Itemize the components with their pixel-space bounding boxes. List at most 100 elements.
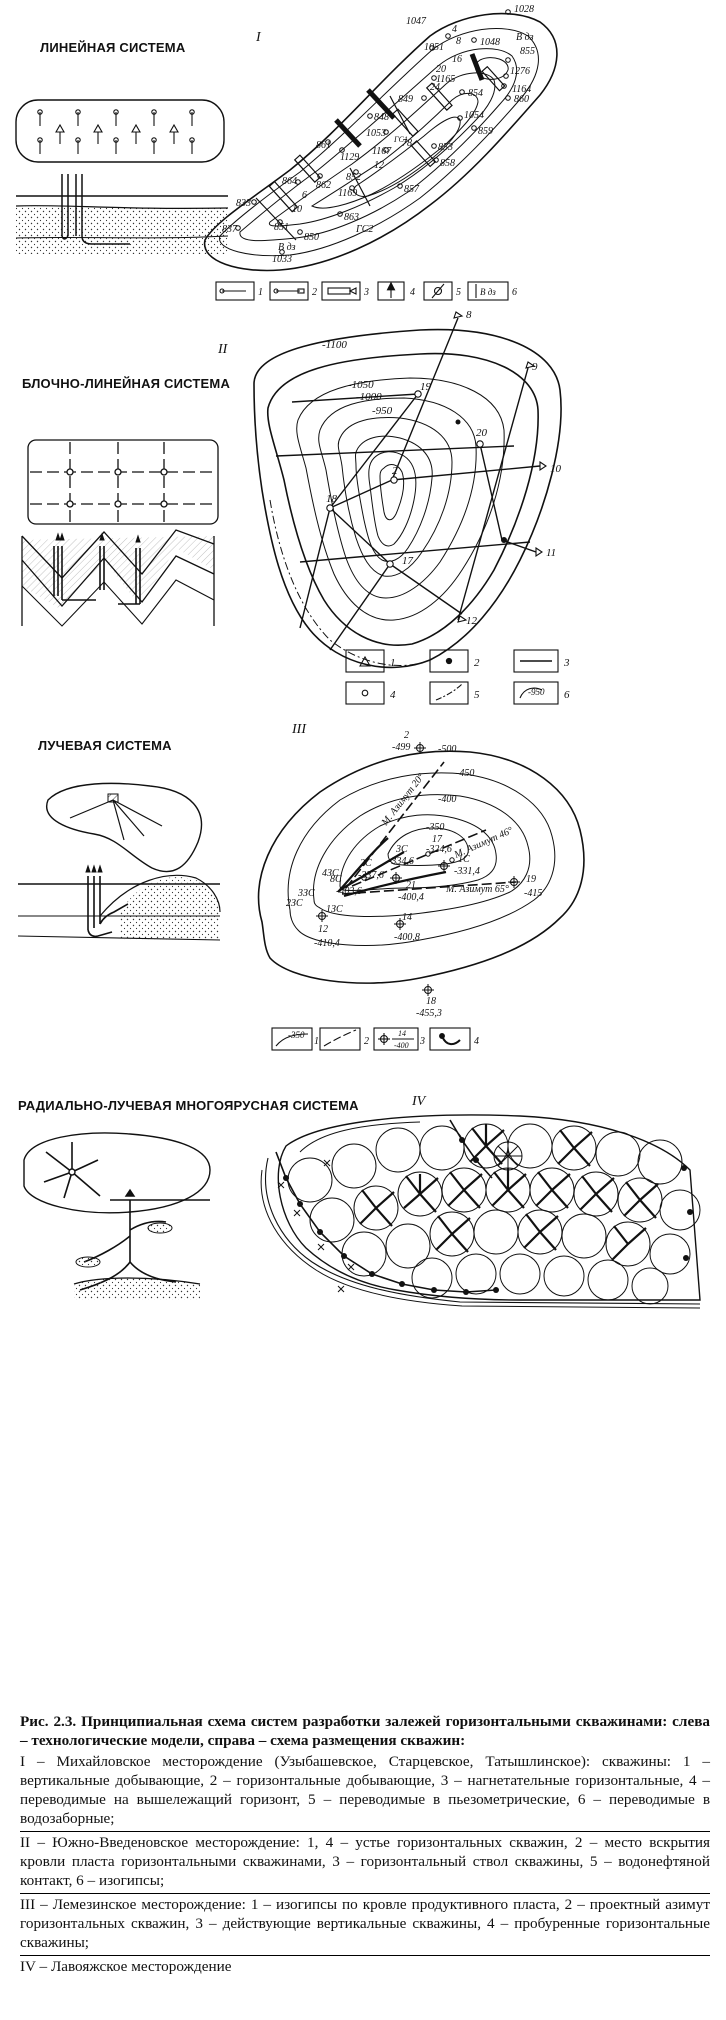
caption-legend-II: II – Южно-Введеновское месторождение: 1,…	[20, 1831, 710, 1890]
contour-label: -350	[426, 822, 444, 833]
contour-label: 12	[374, 160, 384, 171]
well-depth: -337,6	[358, 870, 384, 881]
well-label: 854	[468, 88, 483, 99]
well-label: 1129	[340, 152, 359, 163]
legend-number: 2	[364, 1036, 369, 1047]
well-label: 851	[274, 222, 289, 233]
legend-text: -950	[528, 687, 545, 697]
well-depth: -455,3	[416, 1008, 442, 1019]
well-number: 19	[526, 874, 536, 885]
map-label: 3ЗС	[297, 888, 315, 899]
well-label: 862	[316, 180, 331, 191]
well-label: 861	[316, 140, 331, 151]
map-label: 1ЗС	[326, 904, 343, 915]
legend-text: -400	[394, 1041, 409, 1050]
contour-label: 4	[452, 24, 457, 35]
legend-I	[215, 281, 509, 301]
well-label: 855	[520, 46, 535, 57]
legend-text: 14	[398, 1029, 406, 1038]
well-label: 860	[514, 94, 529, 105]
caption-legend-IV: IV – Лавояжское месторождение	[20, 1955, 710, 1976]
contour-label: -500	[438, 744, 456, 755]
map-II: -1100 -1050 -1000 -950 8 9 10 11 12 17 1…	[253, 309, 570, 705]
well-label: 857	[404, 184, 420, 195]
caption-legend-I: I – Михайловское месторождение (Узыбашев…	[20, 1753, 710, 1827]
legend-number: 3	[563, 657, 570, 669]
map-label: В дз	[516, 32, 534, 43]
map-label-IV: IV	[412, 1094, 426, 1109]
contour-label: 24	[430, 82, 440, 93]
map-label: В дз	[278, 242, 296, 253]
well-depth: -324,6	[426, 844, 452, 855]
well-number: 2С	[360, 858, 372, 869]
contour-label: 8	[456, 36, 461, 47]
well-label: 864	[282, 176, 297, 187]
legend-number: 6	[564, 689, 570, 701]
contour-label: -400	[438, 794, 456, 805]
well-label: 1164	[512, 84, 531, 95]
well-number: 8С	[330, 874, 342, 885]
legend-number: 6	[512, 287, 517, 298]
map-label: 4ЗС	[322, 868, 339, 879]
well-depth: -400,4	[398, 892, 424, 903]
legend-number: 5	[474, 689, 480, 701]
well-depth: -499	[392, 742, 410, 753]
radial-ray-model	[23, 1132, 211, 1300]
map-IV	[260, 1114, 701, 1309]
well-label: 853	[438, 142, 453, 153]
well-label: 859	[478, 126, 493, 137]
figure-drawings: 1047 1028 1048 1051 855 1276 1164 1165 8…	[15, 4, 701, 1309]
well-label: 1053	[366, 128, 386, 139]
legend-number: 2	[312, 287, 317, 298]
well-label: 1167	[372, 146, 392, 157]
well-label: 2	[392, 465, 398, 477]
well-depth: -400,8	[394, 932, 420, 943]
well-label: 10	[550, 463, 562, 475]
well-depth: -334,6	[388, 856, 414, 867]
legend-number: 4	[410, 287, 415, 298]
well-number: 12	[318, 924, 328, 935]
well-label: 848	[374, 112, 389, 123]
legend-number: 2	[474, 657, 480, 669]
well-label: 11	[546, 547, 556, 559]
legend-number: 4	[390, 689, 396, 701]
well-label: 1028	[514, 4, 534, 15]
title-ray-system: ЛУЧЕВАЯ СИСТЕМА	[38, 738, 172, 753]
well-label: 1048	[480, 37, 500, 48]
well-label: 1054	[464, 110, 484, 121]
well-depth: -410,4	[314, 938, 340, 949]
well-depth: -415	[524, 888, 542, 899]
map-I: 1047 1028 1048 1051 855 1276 1164 1165 8…	[203, 4, 558, 301]
map-label-II: II	[218, 342, 228, 357]
well-label: 1276	[510, 66, 530, 77]
well-number: 3С	[395, 844, 408, 855]
well-number: 1С	[458, 854, 470, 865]
contour-label: -950	[372, 405, 393, 417]
well-label: 1033	[272, 254, 292, 265]
title-block-linear-system: БЛОЧНО-ЛИНЕЙНАЯ СИСТЕМА	[22, 376, 231, 391]
legend-III	[271, 1027, 471, 1051]
well-label: 849	[398, 94, 413, 105]
legend-number: 5	[456, 287, 461, 298]
legend-number: 1	[390, 657, 396, 669]
map-III: -500 -450 -400 -350 М. Азимут 20° М. Ази…	[257, 730, 585, 1051]
well-label: 1051	[424, 42, 444, 53]
legend-number: 4	[474, 1036, 479, 1047]
well-label: 9	[532, 361, 538, 373]
legend-text: В дз	[480, 287, 496, 297]
well-label: 19	[420, 381, 432, 393]
well-label: 837	[222, 224, 238, 235]
contour-label: -1100	[322, 339, 347, 351]
contour-label: 6	[302, 190, 307, 201]
map-label-I: I	[256, 30, 261, 45]
well-label: 12	[466, 615, 478, 627]
block-linear-model	[21, 439, 219, 627]
contour-label: 20	[436, 64, 446, 75]
well-depth: -331,4	[454, 866, 480, 877]
contour-label: 10	[292, 204, 302, 215]
legend-number: 1	[258, 287, 263, 298]
well-label: 1169	[338, 188, 357, 199]
legend-II	[345, 649, 559, 705]
linear-model	[15, 99, 229, 254]
azimuth-label: М. Азимут 65°	[445, 884, 509, 895]
